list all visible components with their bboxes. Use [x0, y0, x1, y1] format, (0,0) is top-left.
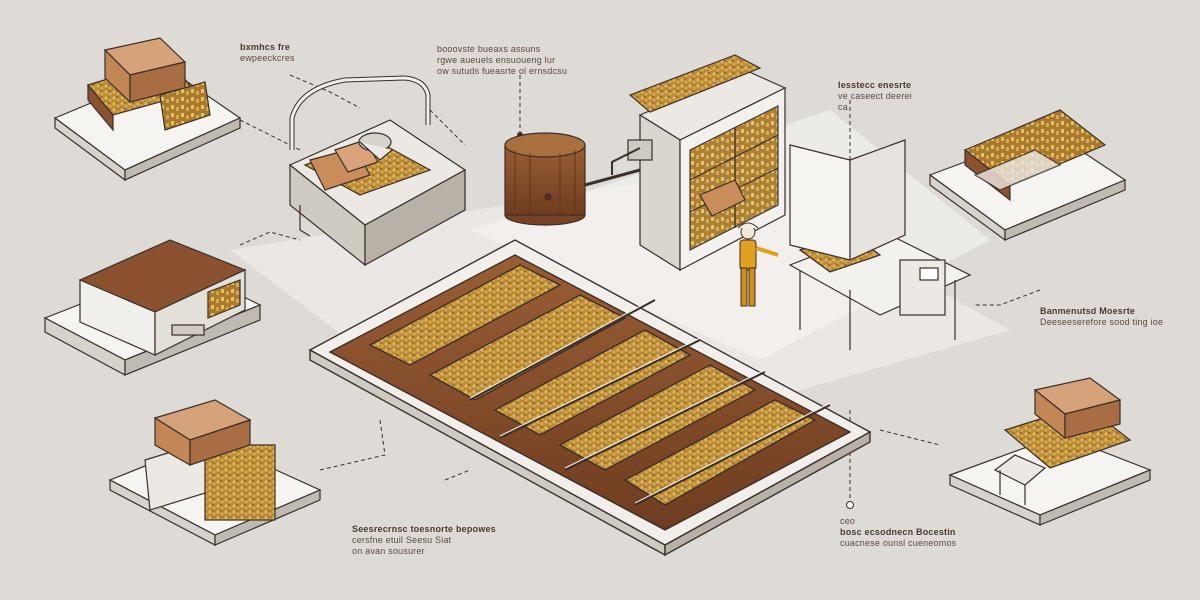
grain-cabinet [611, 54, 787, 272]
press-machine [288, 75, 467, 267]
callout-line: bosc ecsodnecn Bocestin [840, 527, 956, 537]
callout-line: ve caseect deerei [838, 91, 912, 101]
station-bottom-right [948, 377, 1152, 526]
callout-line: ow sutuds fueasrte ol ernsdcsu [437, 66, 568, 76]
callout-top-left: bxmhcs fre ewpeeckcres [240, 42, 295, 64]
callout-line: ewpeeckcres [240, 53, 295, 63]
station-top-right [928, 109, 1127, 242]
callout-line: cuacnese ounsl cueneomos [840, 538, 957, 548]
tray-rails [469, 299, 831, 506]
callout-bottom-center: Seesrecrnsc toesnorte bepowes cersfne et… [352, 524, 496, 557]
station-bottom-left [108, 399, 322, 546]
callout-line: ceo [840, 516, 856, 526]
drying-tray [308, 239, 872, 557]
grain-rows [368, 264, 817, 506]
callout-line: Deeseeserefore sood ting ioe [1040, 317, 1164, 327]
callout-top-center: booovste bueaxs assuns rgwe aueuels ensu… [437, 44, 567, 77]
callout-line: Seesrecrnsc toesnorte bepowes [352, 524, 496, 534]
callout-bottom-right: ceo bosc ecsodnecn Bocestin cuacnese oun… [840, 516, 956, 549]
callout-right-mid: Banmenutsd Moesrte Deeseeserefore sood t… [1040, 306, 1163, 328]
connector-dot [846, 501, 854, 509]
station-top-left [53, 37, 242, 182]
callout-line: cersfne etuil Seesu Siat [352, 535, 452, 545]
station-mid-left [43, 239, 262, 377]
sorting-table [788, 139, 972, 350]
callout-line: ca [838, 102, 848, 112]
callout-line: lesstecc enesrte [838, 80, 912, 90]
drum-roaster [504, 132, 641, 226]
callout-top-right: lesstecc enesrte ve caseect deerei ca [838, 80, 912, 113]
callout-line: rgwe aueuels ensuoueng lur [437, 55, 556, 65]
callout-line: Banmenutsd Moesrte [1040, 306, 1136, 316]
callout-line: bxmhcs fre [240, 42, 291, 52]
callout-line: on avan sousurer [352, 546, 425, 556]
worker-figure [737, 222, 779, 307]
callout-line: booovste bueaxs assuns [437, 44, 541, 54]
